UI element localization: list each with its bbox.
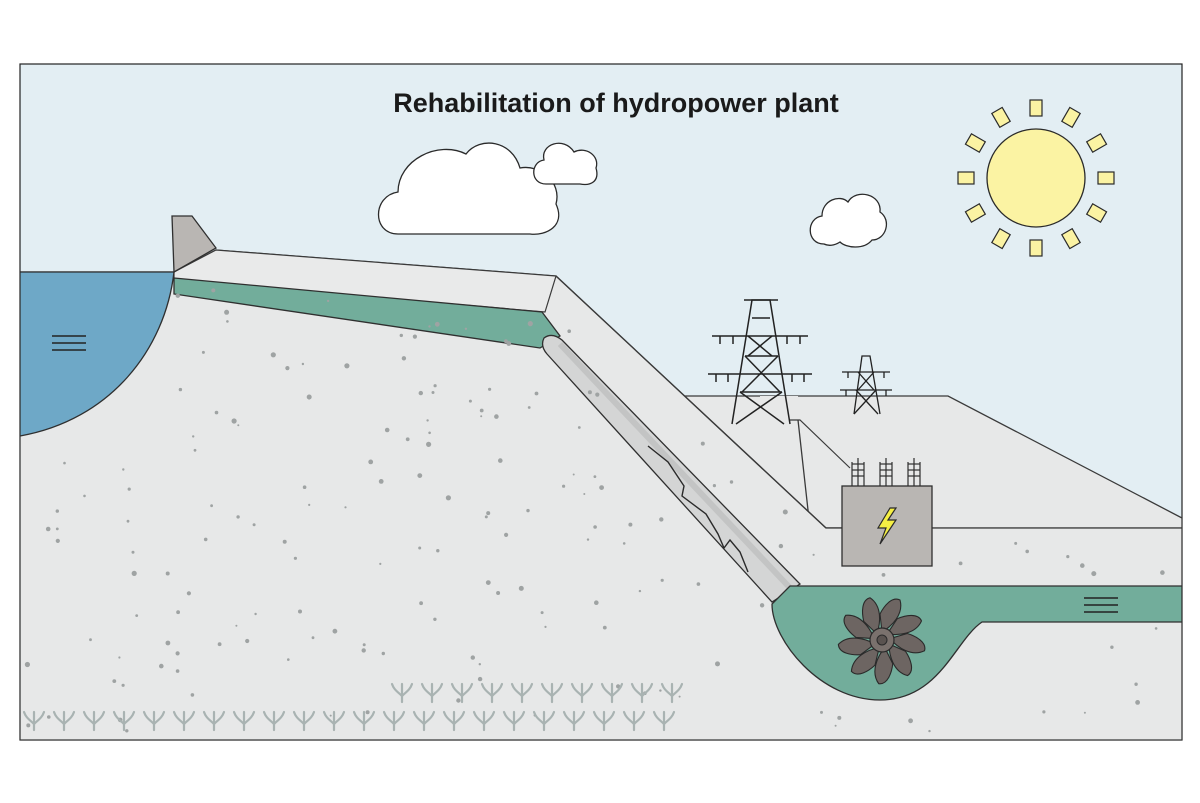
sun-ray (957, 171, 975, 185)
sprout-icon (622, 710, 646, 732)
sprout-icon (652, 710, 676, 732)
transmission-tower-small (840, 355, 892, 415)
sprout-icon (540, 682, 564, 704)
transmission-tower-large (708, 299, 812, 425)
turbine-icon (837, 597, 926, 685)
insulator-icons (851, 458, 921, 486)
sprout-icon (382, 710, 406, 732)
sprout-icon (480, 682, 504, 704)
turbine-blade (843, 614, 875, 640)
diagram-title: Rehabilitation of hydropower plant (393, 88, 839, 118)
tailrace-water-icon (1084, 597, 1118, 613)
sun-ray (1060, 227, 1082, 250)
penstock-highlight (557, 341, 795, 593)
sprout-icons (22, 682, 684, 732)
sprout-icon (562, 710, 586, 732)
sprout-icon (142, 710, 166, 732)
slope-line (555, 275, 827, 529)
penstock-crack (647, 445, 749, 573)
sun-icon (957, 99, 1115, 257)
dam-wall (171, 215, 217, 274)
sprout-icon (322, 710, 346, 732)
sprout-icon (592, 710, 616, 732)
sun-ray (964, 202, 987, 224)
sprout-icon (450, 682, 474, 704)
sun-ray (964, 132, 987, 154)
sprout-icon (292, 710, 316, 732)
lightning-bolt-icon (876, 507, 898, 545)
sprout-icon (630, 682, 654, 704)
sprout-icon (112, 710, 136, 732)
reservoir-water-icon (52, 335, 86, 351)
sun-ray (1060, 106, 1082, 129)
ground-texture (24, 288, 1165, 733)
sprout-icon (172, 710, 196, 732)
sun-ray (1085, 132, 1108, 154)
sprout-icon (390, 682, 414, 704)
sprout-icon (262, 710, 286, 732)
sprout-icon (52, 710, 76, 732)
sprout-icon (570, 682, 594, 704)
turbine-blade (837, 637, 877, 656)
sprout-icon (82, 710, 106, 732)
sprout-icon (232, 710, 256, 732)
reservoir (20, 271, 175, 437)
sprout-icon (352, 710, 376, 732)
turbine-blade (861, 597, 881, 635)
turbine-hub-center (876, 634, 888, 646)
cloud-icon (533, 142, 598, 186)
sun-ray (1085, 202, 1108, 224)
sprout-icon (420, 682, 444, 704)
sprout-icon (660, 682, 684, 704)
turbine-blade (850, 646, 881, 675)
sun-ray (1029, 239, 1043, 257)
turbine-blade (874, 646, 894, 685)
sun-ray (990, 106, 1012, 129)
turbine-blade (888, 632, 926, 654)
transformer (841, 458, 933, 567)
sprout-icon (472, 710, 496, 732)
sprout-icon (600, 682, 624, 704)
sprout-icon (442, 710, 466, 732)
sprout-icon (22, 710, 46, 732)
sun-ray (990, 227, 1012, 250)
turbine-blade (886, 614, 923, 636)
sprout-icon (412, 710, 436, 732)
turbine-blade (879, 598, 902, 633)
turbine-blade (888, 643, 913, 677)
sprout-icon (510, 682, 534, 704)
cloud-icon (809, 193, 888, 248)
sprout-icon (502, 710, 526, 732)
transmission-line (790, 419, 851, 469)
sprout-icon (532, 710, 556, 732)
sun-ray (1097, 171, 1115, 185)
cloud-icon (377, 142, 560, 235)
sprout-icon (202, 710, 226, 732)
sun-ray (1029, 99, 1043, 117)
